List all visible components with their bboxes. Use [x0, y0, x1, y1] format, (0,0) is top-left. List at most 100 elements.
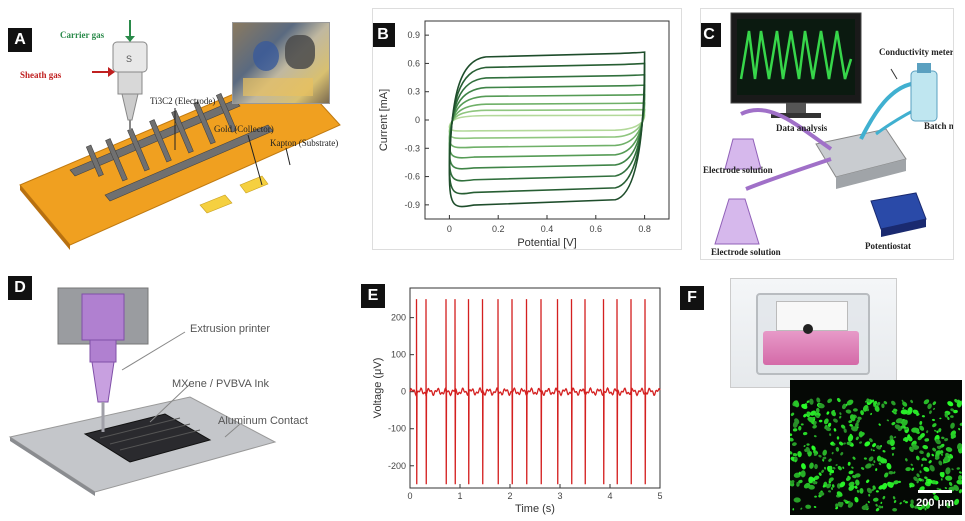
cell [913, 476, 918, 482]
cell [800, 470, 806, 478]
cell [827, 398, 833, 404]
cell [893, 411, 897, 415]
cell [936, 487, 940, 490]
cell [935, 450, 942, 455]
cell [904, 437, 909, 443]
cell [933, 495, 940, 501]
cell [872, 497, 879, 502]
cell [929, 410, 932, 415]
cell [950, 422, 955, 429]
cell [836, 491, 843, 497]
cell [919, 450, 924, 455]
cell [941, 436, 945, 440]
scale-bar-label: 200 μm [916, 497, 954, 509]
cell [856, 419, 860, 424]
cell [830, 487, 834, 491]
cell [882, 450, 886, 453]
cell [850, 426, 858, 432]
cell [854, 422, 859, 428]
cell [852, 474, 857, 479]
cell [840, 452, 844, 456]
cell [790, 480, 795, 485]
cell [831, 484, 835, 488]
ti3c2-electrode [69, 93, 274, 202]
cell [871, 463, 875, 466]
cell [900, 409, 908, 415]
cell [932, 423, 937, 428]
cell [801, 403, 808, 410]
cell [958, 471, 962, 474]
cell [892, 507, 898, 512]
electrode-tube [740, 107, 833, 151]
x-tick-label: 1 [457, 491, 462, 501]
cell [936, 430, 939, 434]
x-tick-label: 5 [657, 491, 662, 501]
y-axis-label: Voltage (μV) [372, 358, 384, 419]
cell [857, 416, 862, 420]
collector-label: Gold (Collector) [214, 124, 274, 134]
cell [847, 461, 851, 466]
cell [791, 442, 797, 446]
monitor-trace [739, 30, 853, 80]
cell [796, 481, 800, 486]
cell [847, 434, 854, 442]
cell [839, 412, 842, 415]
cell [813, 453, 818, 456]
cell [873, 400, 878, 406]
cell [919, 420, 923, 425]
cell [849, 414, 856, 422]
cell [912, 409, 919, 415]
x-tick-label: 0.8 [638, 224, 651, 234]
cell [801, 463, 806, 470]
cell [936, 445, 941, 450]
cell [847, 502, 854, 508]
cell [837, 465, 842, 471]
panel-c: C Conductivity meter Batch mode feed sol… [700, 8, 954, 260]
cell [792, 508, 795, 511]
svg-text:S: S [126, 54, 132, 64]
cell [921, 457, 926, 461]
cell [851, 466, 854, 469]
mxene-print [83, 413, 212, 463]
cell [873, 460, 876, 464]
cell [840, 424, 846, 429]
cell [954, 498, 960, 506]
cell [804, 449, 807, 452]
voltage-trace [409, 299, 661, 485]
cell [889, 435, 894, 441]
cell [926, 452, 931, 458]
cell [951, 468, 954, 471]
cell [859, 432, 865, 437]
cell [829, 433, 832, 437]
cell [893, 500, 897, 504]
cell [846, 441, 852, 446]
panel-d: D Extrusion printer MXene / PVBVA Ink Al… [0, 262, 345, 517]
cv-curve [448, 51, 646, 208]
cell [929, 465, 935, 472]
cell [958, 474, 962, 481]
cell [852, 408, 858, 412]
cell [831, 410, 836, 417]
conductivity-label: Conductivity meter [879, 47, 953, 57]
cell [831, 451, 834, 455]
device-photo [730, 278, 897, 388]
cell [933, 407, 935, 410]
cell [835, 464, 838, 466]
cell [953, 484, 960, 492]
cell [838, 441, 844, 446]
cell [848, 420, 853, 424]
cell [828, 490, 832, 493]
cell [940, 478, 943, 481]
cell [813, 435, 817, 438]
cell [822, 459, 825, 462]
cell [882, 495, 886, 500]
cell [835, 503, 839, 508]
cell [876, 401, 881, 406]
cell [844, 499, 848, 503]
feed-bottle [910, 70, 938, 122]
extrusion-printer-label: Extrusion printer [190, 323, 270, 335]
cell [821, 469, 825, 473]
cell [832, 466, 836, 470]
cell [792, 453, 798, 457]
printed-electrode-illustration: S Carrier gas Sheath gas Ti3C2 (Electrod… [19, 20, 341, 250]
